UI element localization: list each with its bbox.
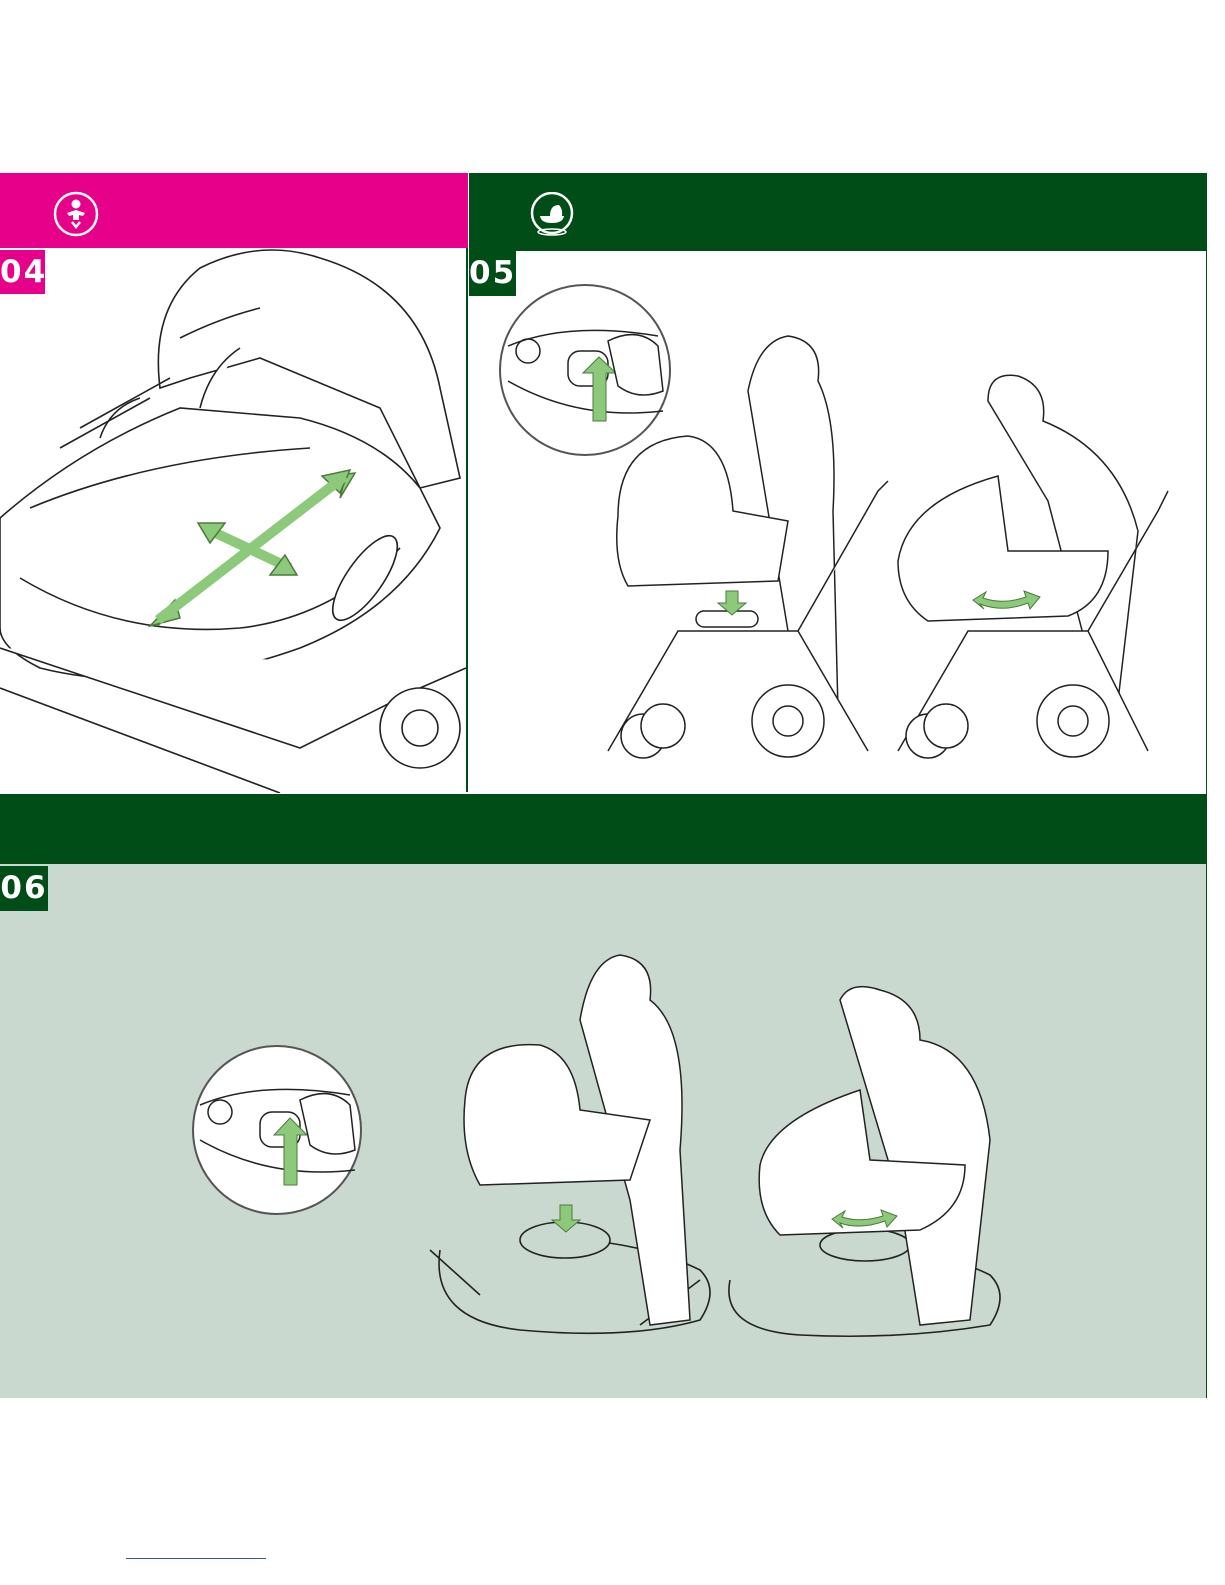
baby-icon <box>53 191 99 237</box>
step-04-illustration <box>0 248 466 793</box>
person-bassinet-left <box>464 955 690 1325</box>
footer-link-rule <box>126 1558 266 1559</box>
section-06-header-band <box>0 794 1207 864</box>
stroller-scene-right <box>898 375 1168 758</box>
right-edge-rule <box>1206 173 1207 1398</box>
carrycot-drawing <box>0 250 466 793</box>
handle-detail-circle <box>500 285 670 455</box>
handle-detail-circle-2 <box>193 1046 361 1214</box>
person-bassinet-right <box>759 987 990 1325</box>
step-number-06: 06 <box>0 866 48 911</box>
carrycot-icon <box>529 192 575 238</box>
step-05-illustration <box>468 251 1206 792</box>
step-06-illustration <box>180 940 1030 1360</box>
section-04-header-band <box>0 173 468 248</box>
section-05-header-band <box>469 173 1207 251</box>
